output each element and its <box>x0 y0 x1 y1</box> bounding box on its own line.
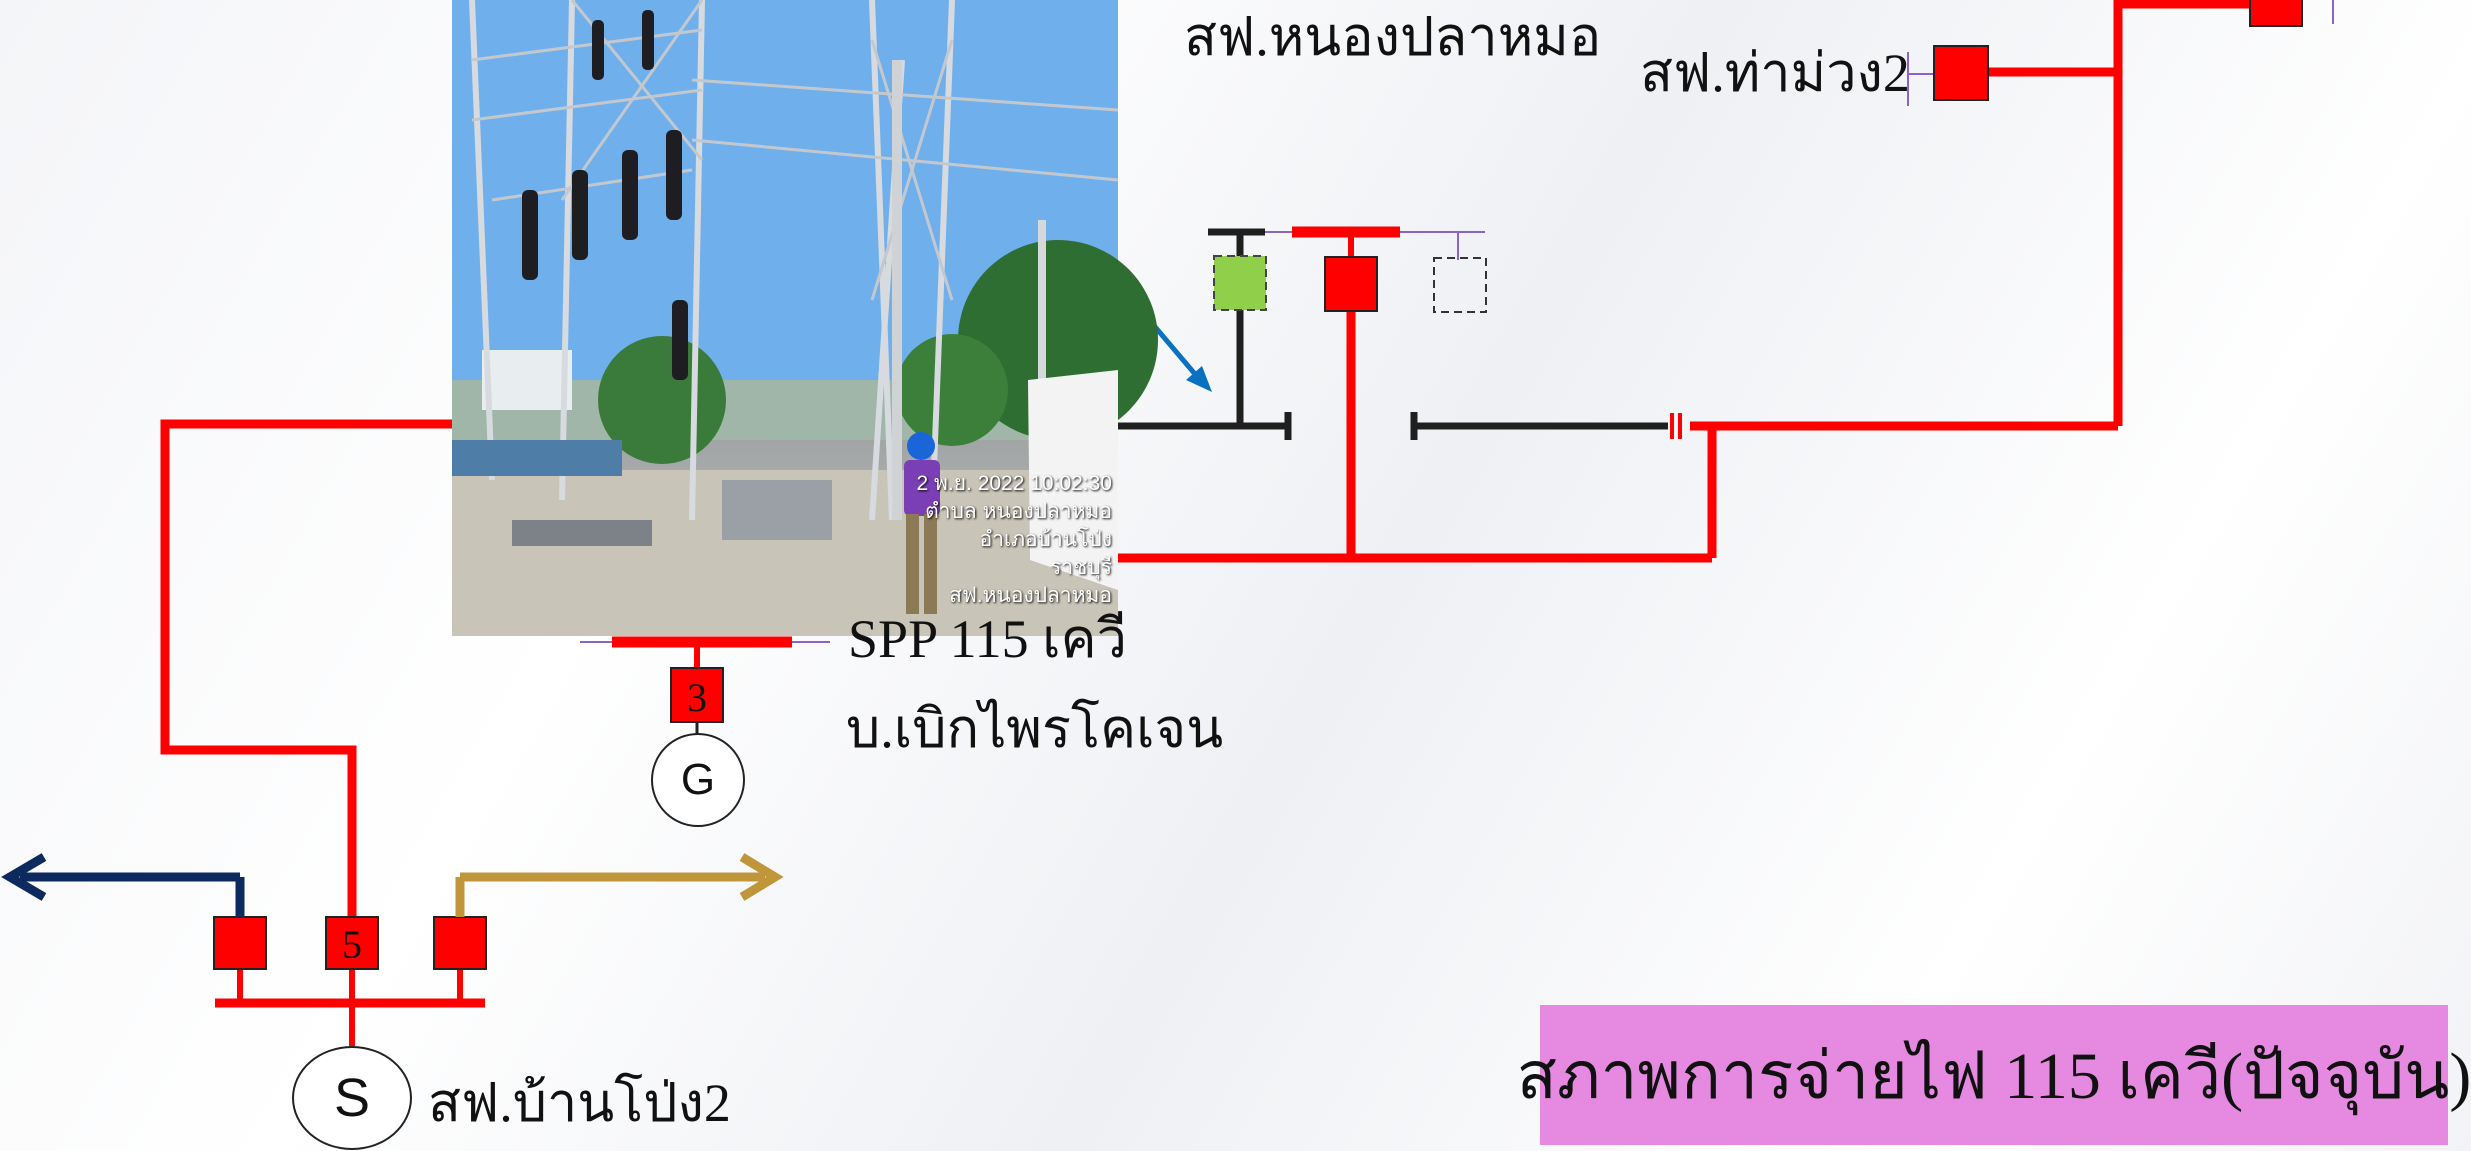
banpong-breaker-right[interactable] <box>433 916 487 970</box>
label-nongplamo-substation: สฟ.หนองปลาหมอ <box>1184 7 1602 67</box>
spp-breaker-label: 3 <box>687 675 707 720</box>
stamp-line-province: ราชบุรี <box>1050 556 1112 579</box>
banpong-breaker-center-label: 5 <box>342 922 362 967</box>
nongplamo-red-bus <box>1118 0 2290 563</box>
arrow-navy-left <box>1 853 245 917</box>
label-company: บ.เบิกไพรโคเจน <box>846 699 1224 759</box>
substation-photo-illustration <box>452 0 1158 636</box>
substation-photo: 2 พ.ย. 2022 10:02:30 ตำบล หนองปลาหมอ อำเ… <box>452 0 1158 636</box>
label-banpong-substation: สฟ.บ้านโป่ง2 <box>428 1073 731 1133</box>
status-caption-box: สภาพการจ่ายไฟ 115 เควี(ปัจจุบัน) <box>1517 1005 2471 1145</box>
photo-timestamp: 2 พ.ย. 2022 10:02:30 ตำบล หนองปลาหมอ อำเ… <box>917 470 1112 610</box>
feeder-line-left-loop <box>160 419 457 947</box>
label-thamuang-substation: สฟ.ท่าม่วง2 <box>1640 43 1910 103</box>
label-spp: SPP 115 เควี <box>848 609 1127 669</box>
source-symbol: S <box>292 1046 412 1150</box>
banpong-breaker-center[interactable] <box>325 916 379 970</box>
nongplamo-black-bus <box>1118 228 1668 440</box>
stamp-line-site: สฟ.หนองปลาหมอ <box>949 584 1112 607</box>
status-caption: สภาพการจ่ายไฟ 115 เควี(ปัจจุบัน) <box>1516 1039 2471 1113</box>
stamp-line-tambon: ตำบล หนองปลาหมอ <box>925 500 1112 523</box>
stamp-line-amphoe: อำเภอบ้านโป่ง <box>979 528 1112 551</box>
arrow-gold-right <box>455 853 784 917</box>
stamp-line-date: 2 พ.ย. 2022 10:02:30 <box>916 472 1112 495</box>
breaker-red-closed[interactable] <box>1324 256 1378 312</box>
banpong-bus <box>215 966 485 1046</box>
breaker-green-open[interactable] <box>1213 255 1267 311</box>
breaker-spare-empty[interactable] <box>1433 257 1487 313</box>
generator-symbol: G <box>651 733 745 827</box>
thamuang-breaker[interactable] <box>1933 45 1989 101</box>
banpong-breaker-left[interactable] <box>213 916 267 970</box>
worker-figure <box>904 432 940 614</box>
top-right-breaker[interactable] <box>2249 0 2303 27</box>
